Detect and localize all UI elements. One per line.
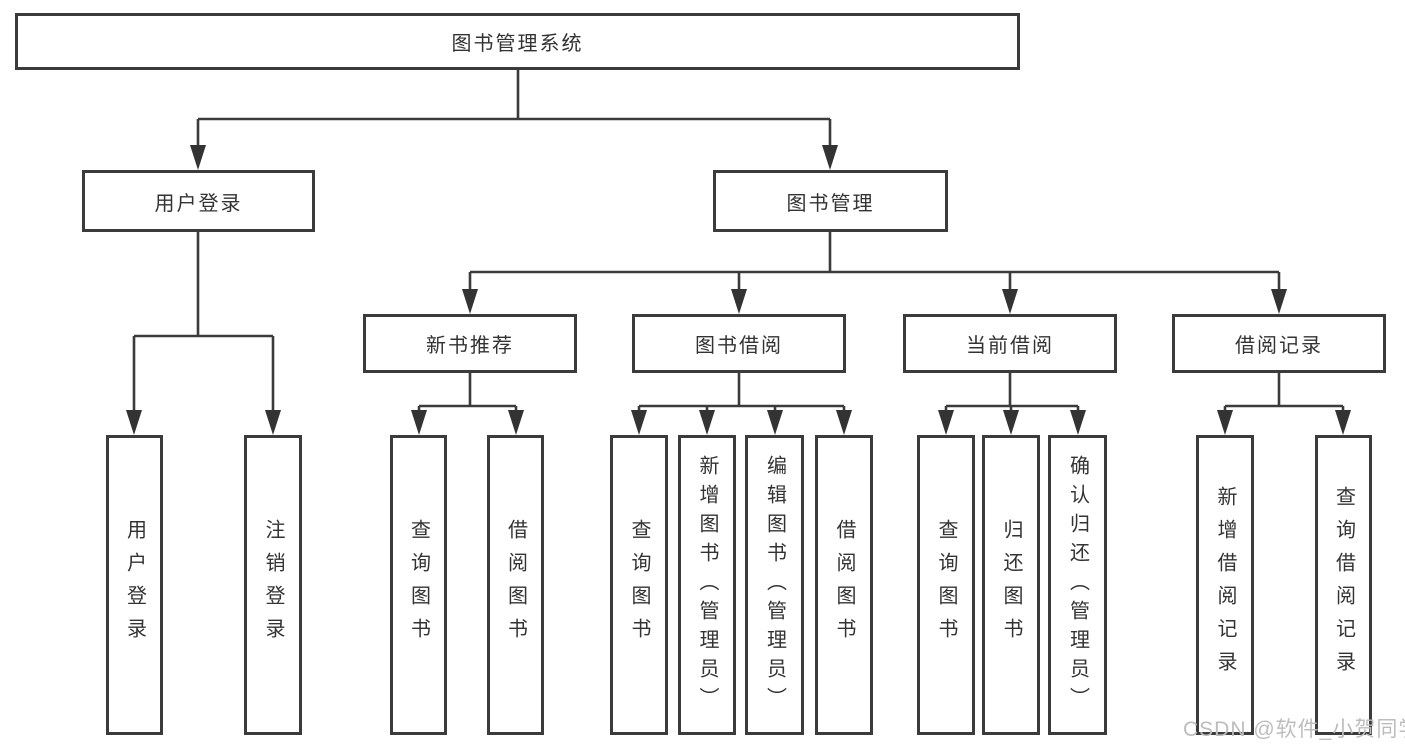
leaf-add-books-admin: 新增图书（管理员） — [678, 435, 736, 735]
node-label: 图书管理系统 — [451, 33, 584, 55]
leaf-return-books: 归还图书 — [982, 435, 1040, 735]
node-label: 编辑图书（管理员） — [763, 454, 786, 716]
leaf-query-books: 查询图书 — [610, 435, 668, 735]
node-book-borrow: 图书借阅 — [632, 314, 846, 373]
leaf-query-books: 查询图书 — [390, 435, 447, 735]
leaf-edit-books-admin: 编辑图书（管理员） — [745, 435, 804, 735]
csdn-watermark: CSDN @软件_小贺同学 — [1183, 718, 1405, 741]
node-label: 注销登录 — [262, 519, 284, 651]
leaf-borrow-books: 借阅图书 — [815, 435, 873, 735]
node-library-management-system: 图书管理系统 — [15, 13, 1020, 70]
node-book-management: 图书管理 — [713, 170, 948, 232]
leaf-borrow-books: 借阅图书 — [487, 435, 544, 735]
leaf-user-login: 用户登录 — [106, 435, 163, 735]
node-label: 查询图书 — [628, 519, 650, 651]
node-label: 归还图书 — [1000, 519, 1022, 651]
node-borrow-records: 借阅记录 — [1172, 314, 1386, 373]
leaf-logout: 注销登录 — [244, 435, 302, 735]
node-label: 查询图书 — [407, 519, 430, 651]
node-label: 新增图书（管理员） — [696, 454, 718, 716]
node-current-borrow: 当前借阅 — [903, 314, 1117, 373]
node-new-book-recommend: 新书推荐 — [363, 314, 577, 373]
node-label: 新书推荐 — [426, 335, 514, 357]
node-label: 用户登录 — [123, 519, 146, 651]
node-label: 用户登录 — [154, 192, 243, 215]
node-label: 借阅图书 — [504, 519, 527, 651]
node-label: 确认归还（管理员） — [1066, 454, 1089, 716]
node-label: 图书管理 — [786, 192, 875, 215]
node-label: 新增借阅记录 — [1214, 486, 1236, 684]
leaf-add-borrow-record: 新增借阅记录 — [1196, 435, 1254, 735]
node-label: 查询图书 — [935, 519, 957, 651]
node-label: 当前借阅 — [966, 335, 1054, 357]
leaf-confirm-return-admin: 确认归还（管理员） — [1048, 435, 1107, 735]
arrowheads — [126, 145, 1351, 435]
node-label: 借阅记录 — [1235, 335, 1323, 357]
leaf-query-books: 查询图书 — [917, 435, 975, 735]
leaf-query-borrow-record: 查询借阅记录 — [1315, 435, 1372, 735]
node-label: 查询借阅记录 — [1332, 486, 1355, 684]
node-label: 借阅图书 — [833, 519, 855, 651]
node-user-login: 用户登录 — [82, 170, 315, 232]
node-label: 图书借阅 — [695, 335, 783, 357]
